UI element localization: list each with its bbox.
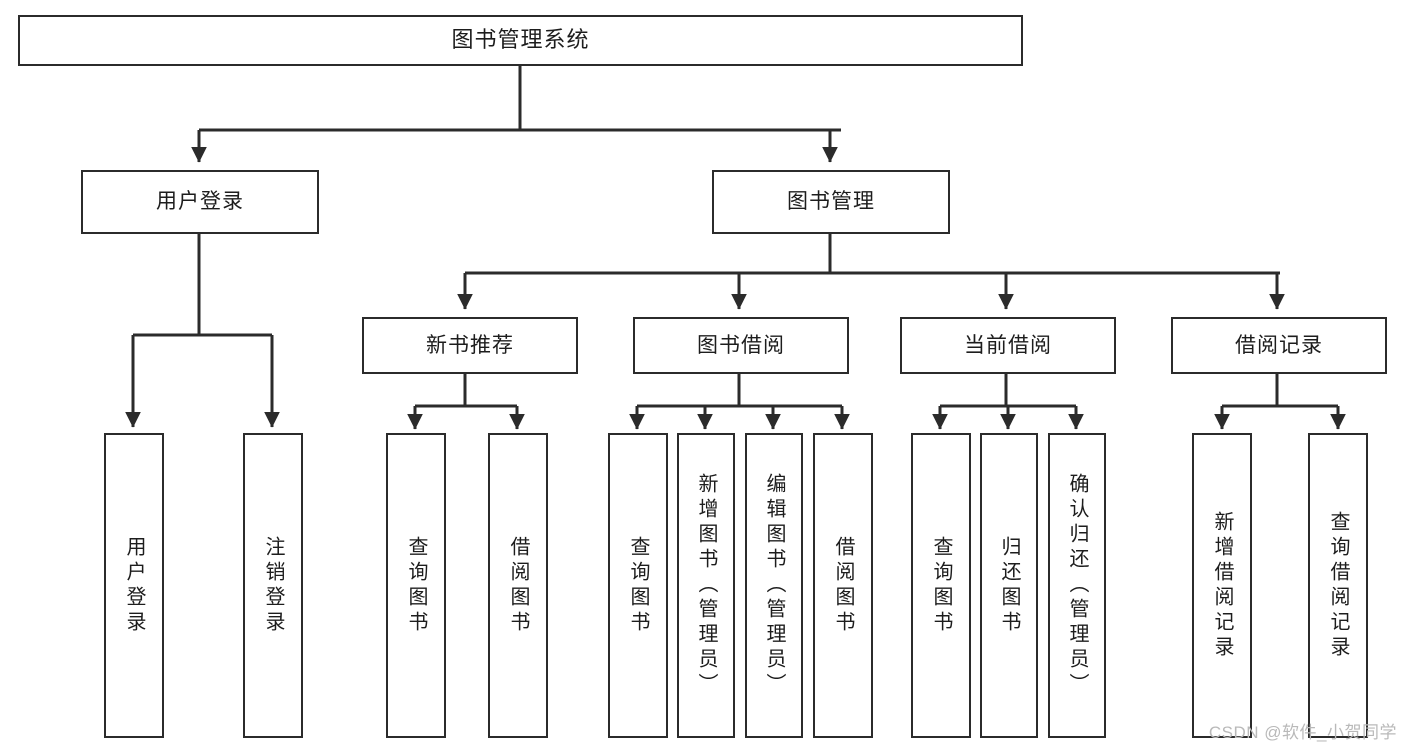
node-leaf-8[interactable]: 借阅图书 [813, 433, 873, 738]
node-leaf-12[interactable]: 新增借阅记录 [1192, 433, 1252, 738]
node-leaf-5[interactable]: 查询图书 [608, 433, 668, 738]
node-leaf-2[interactable]: 注销登录 [243, 433, 303, 738]
node-leaf-9[interactable]: 查询图书 [911, 433, 971, 738]
node-leaf-4[interactable]: 借阅图书 [488, 433, 548, 738]
node-records[interactable]: 借阅记录 [1171, 317, 1387, 374]
node-newbook[interactable]: 新书推荐 [362, 317, 578, 374]
node-leaf-13[interactable]: 查询借阅记录 [1308, 433, 1368, 738]
node-leaf-11[interactable]: 确认归还（管理员） [1048, 433, 1106, 738]
node-leaf-7[interactable]: 编辑图书（管理员） [745, 433, 803, 738]
node-leaf-3[interactable]: 查询图书 [386, 433, 446, 738]
node-borrow[interactable]: 图书借阅 [633, 317, 849, 374]
node-current[interactable]: 当前借阅 [900, 317, 1116, 374]
node-login[interactable]: 用户登录 [81, 170, 319, 234]
watermark-label: CSDN @软件_小贺同学 [1208, 723, 1397, 742]
node-bookmgmt[interactable]: 图书管理 [712, 170, 950, 234]
node-leaf-1[interactable]: 用户登录 [104, 433, 164, 738]
node-leaf-6[interactable]: 新增图书（管理员） [677, 433, 735, 738]
node-leaf-10[interactable]: 归还图书 [980, 433, 1038, 738]
node-root[interactable]: 图书管理系统 [18, 15, 1023, 66]
